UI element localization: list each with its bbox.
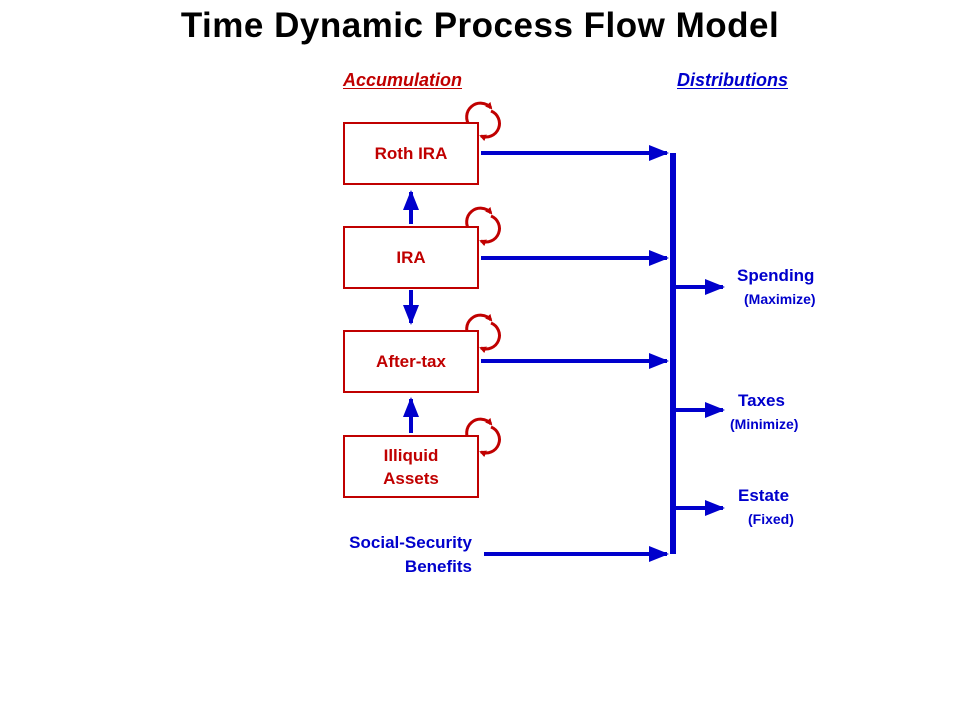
roth-ira-box: Roth IRA bbox=[343, 122, 479, 185]
roth-ira-label: Roth IRA bbox=[374, 144, 448, 163]
illiquid-assets-box: Illiquid Assets bbox=[343, 435, 479, 498]
roth-growth-cycle-icon bbox=[465, 101, 501, 142]
taxes-label: Taxes bbox=[738, 391, 785, 410]
taxes-sub: (Minimize) bbox=[730, 416, 799, 432]
after-tax-label: After-tax bbox=[376, 352, 446, 371]
accumulation-header: Accumulation bbox=[343, 70, 463, 90]
spending-label: Spending bbox=[737, 266, 815, 285]
page-title: Time Dynamic Process Flow Model bbox=[180, 6, 780, 45]
after-tax-box: After-tax bbox=[343, 330, 479, 393]
social-security-line1: Social-Security bbox=[349, 533, 472, 552]
spending-sub: (Maximize) bbox=[744, 291, 816, 307]
ira-label: IRA bbox=[396, 248, 426, 267]
illiquid-assets-label: Illiquid Assets bbox=[383, 445, 439, 488]
social-security-label: Social-Security Benefits bbox=[240, 531, 472, 579]
estate-sub: (Fixed) bbox=[748, 511, 794, 527]
social-security-line2: Benefits bbox=[404, 557, 472, 576]
ira-box: IRA bbox=[343, 226, 479, 289]
distributions-header: Distributions bbox=[677, 70, 788, 90]
estate-label: Estate bbox=[738, 486, 790, 505]
